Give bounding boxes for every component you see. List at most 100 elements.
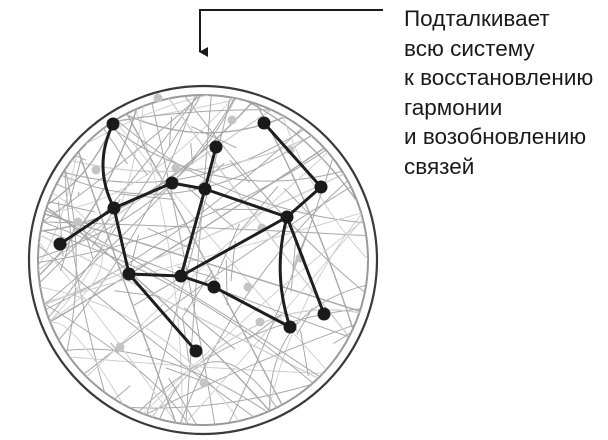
caption-line: гармонии [404,94,503,120]
mesh-segment [183,307,236,350]
ghost-node [91,165,101,175]
network-node [174,269,188,283]
mesh-arc [126,113,283,406]
network-edge [285,185,323,219]
network-node [107,201,121,215]
caption-line: к восстановлению [404,65,594,90]
mesh-arc [63,129,305,183]
network-edge [203,187,289,219]
mesh-arc [168,98,350,338]
mesh-arc [38,153,78,267]
mesh-arc [114,120,327,370]
network-node [317,307,331,321]
network-edge [127,272,198,353]
mesh-segment [109,120,148,176]
mesh-arc [184,95,366,293]
mesh-arc [128,384,312,409]
mesh-arc [49,106,144,322]
mesh-segment [145,348,151,352]
mesh-arc [184,218,364,425]
mesh-segment [110,342,120,354]
mesh-arc [142,220,364,415]
network-node [122,267,136,281]
mesh-arc [179,180,349,424]
sphere-boundary [37,94,369,426]
mesh-segment [168,378,198,425]
mesh-segment [130,234,140,267]
caption-line: всю систему [404,35,535,61]
network-node [280,210,294,224]
mesh-arc [43,173,345,306]
mesh-segment [296,307,313,335]
mesh-arc [39,234,319,379]
mesh-arc [38,108,138,277]
mesh-arc [145,324,355,416]
network-edge [262,121,323,189]
mesh-arc [42,95,202,223]
network-node [207,280,221,294]
ghost-node [73,217,83,227]
network-node [198,182,212,196]
mesh-arc [49,147,325,323]
caption-text: Подталкивает всю систему к восстановлени… [404,4,604,181]
faint-background-nodes [73,93,305,388]
network-edge [179,215,289,278]
pointer-arrow [199,9,383,57]
mesh-arc [159,361,278,420]
mesh-segment [182,270,213,317]
network-edge [285,215,326,316]
mesh-arc [282,115,368,260]
mesh-segment [114,290,160,298]
mesh-arc [43,212,362,304]
mesh-arc [58,95,196,341]
mesh-arc [255,103,354,330]
mesh-arc [46,206,271,412]
network-node [106,117,120,131]
mesh-arc [42,221,367,237]
mesh-segment [300,330,309,376]
mesh-segment [67,158,82,207]
ghost-node [199,378,209,388]
mesh-segment [119,193,175,200]
mesh-segment [83,228,94,260]
outer-ring [27,84,379,436]
ghost-node [153,93,163,103]
mesh-arc [38,241,177,424]
network-edge [278,215,292,329]
ghost-node [227,115,237,125]
network-node [209,140,223,154]
mesh-arc [40,229,314,384]
mesh-segment [63,366,78,395]
caption-line: Подталкивает [404,6,550,31]
mesh-segment [59,218,78,272]
mesh-arc [38,97,236,259]
mesh-arc [146,97,231,416]
network-edge [101,122,116,210]
ghost-node [171,163,181,173]
mesh-segment [229,159,251,184]
ghost-node [115,342,125,352]
mesh-arc [64,169,77,353]
mesh-segment [190,125,237,149]
ghost-node [255,317,265,327]
mesh-arc [115,119,364,224]
mesh-segment [147,227,193,250]
mesh-arc [113,109,272,122]
mesh-arc [50,322,124,405]
mesh-segment [50,201,95,213]
network-node [314,180,328,194]
ghost-node [243,282,253,292]
mesh-arc [43,303,189,425]
network-edge [179,187,207,278]
mesh-arc [77,151,177,423]
mesh-segment [100,123,128,165]
mesh-segment [225,260,228,306]
network-edge [127,272,183,278]
mesh-arc [151,309,360,418]
mesh-arc [45,209,320,378]
mesh-segment [283,187,313,217]
caption-line: связей [404,153,475,179]
network-nodes [53,116,331,358]
caption-line: и возобновлению [404,124,587,149]
